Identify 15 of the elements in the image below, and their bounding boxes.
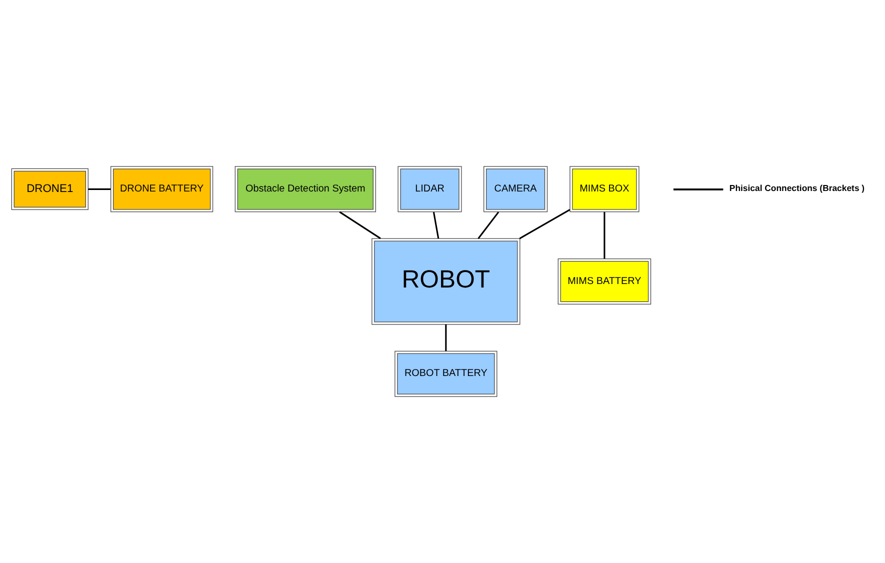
node-box: Obstacle Detection System [234,166,376,212]
connector [445,324,447,352]
connector [519,209,570,240]
node-box: CAMERA [484,166,548,212]
connector [339,211,381,240]
connector [432,212,440,239]
node-box: LIDAR [398,166,462,212]
node-box: MIMS BOX [570,166,640,212]
connector [604,212,606,259]
legend-label: Phisical Connections (Brackets ) [729,183,865,194]
node-box: ROBOT BATTERY [394,350,498,397]
connector [478,212,500,240]
node-box: DRONE BATTERY [110,166,214,212]
connector [88,188,111,190]
node-box: ROBOT [372,238,520,325]
